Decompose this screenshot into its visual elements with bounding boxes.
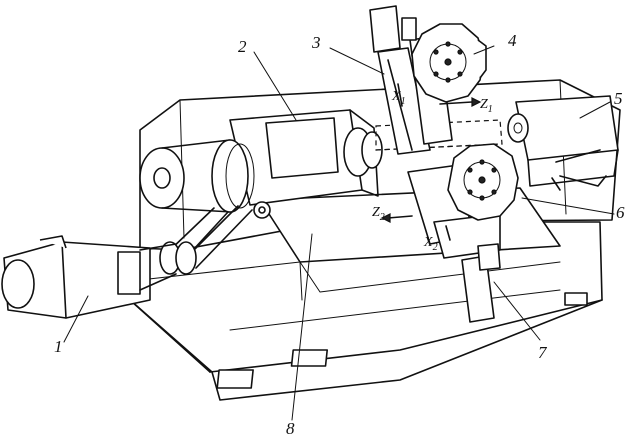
label-6: 6: [616, 203, 625, 222]
label-1: 1: [54, 337, 63, 356]
axis-z1-label: Z1: [480, 97, 493, 115]
axis-x1-label: X1: [391, 89, 406, 107]
headstock: [229, 109, 383, 206]
label-2: 2: [238, 37, 247, 56]
label-3: 3: [311, 33, 321, 52]
tailstock: [507, 95, 619, 191]
label-4: 4: [508, 31, 517, 50]
axis-arrows: [380, 83, 482, 241]
label-7: 7: [538, 343, 548, 362]
spindle-pulley: [139, 139, 255, 213]
upper-turret-disc: [411, 23, 487, 103]
axis-x2-label: X2: [423, 235, 438, 253]
label-8: 8: [286, 419, 295, 438]
label-5: 5: [614, 89, 623, 108]
spindle-motor: [1, 235, 197, 319]
lower-turret-disc: [447, 143, 519, 221]
leader-lines: [63, 45, 615, 421]
axis-z2-label: Z2: [372, 205, 385, 223]
